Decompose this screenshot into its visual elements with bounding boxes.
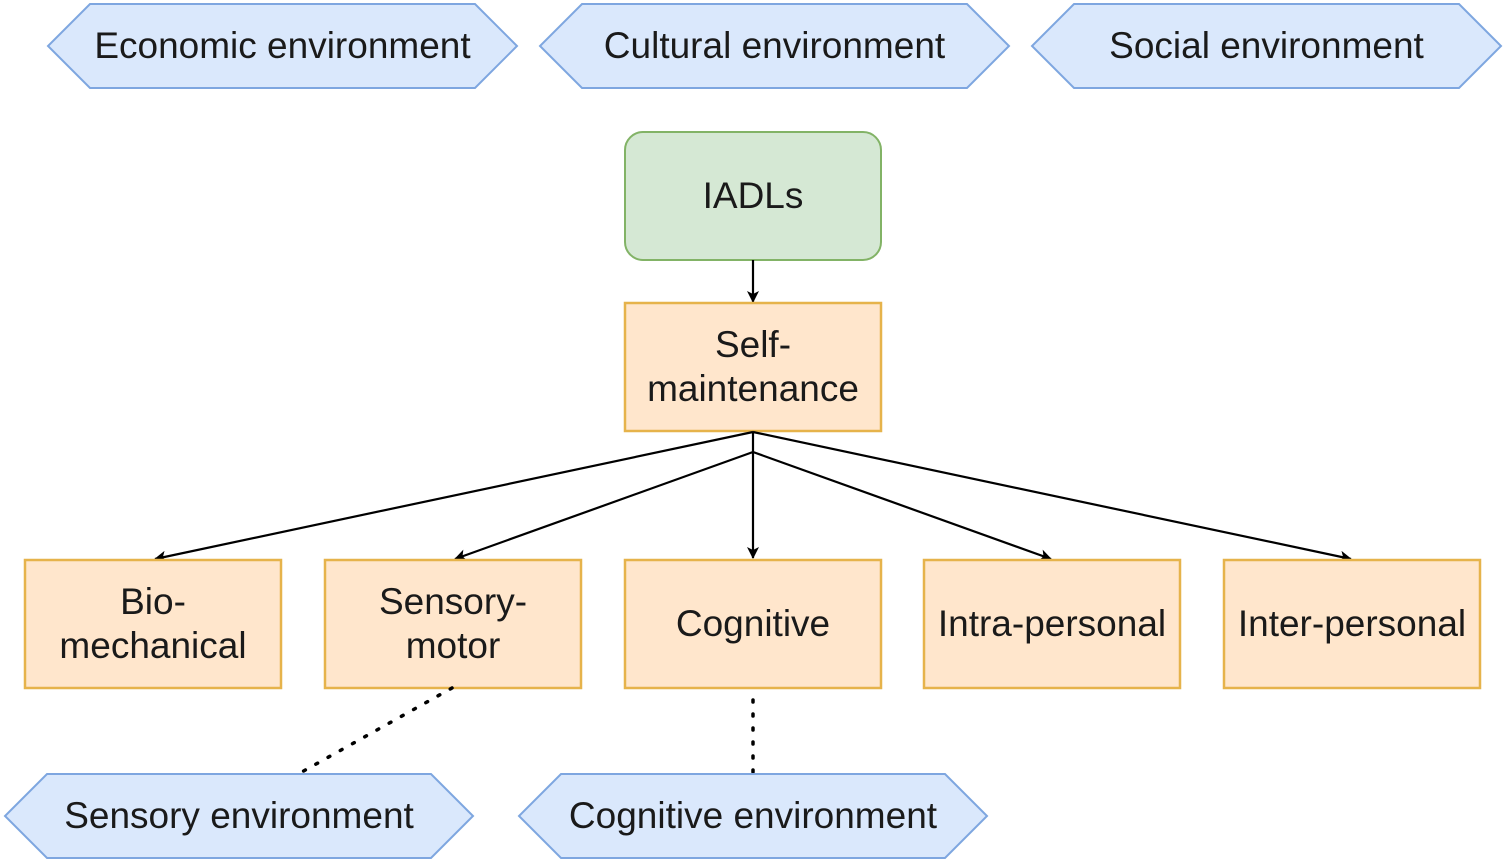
sensory-environment-shape: [3, 773, 475, 859]
interpersonal-shape: [1222, 558, 1482, 690]
cognitive-shape: [623, 558, 883, 690]
cultural-environment-shape: [538, 3, 1011, 89]
interpersonal-label: Inter-personal: [1237, 603, 1467, 644]
sensorymotor-label: Sensory- motor: [378, 581, 528, 666]
self-maintenance-shape: [623, 301, 883, 433]
cultural-environment-label: Cultural environment: [603, 25, 946, 66]
intrapersonal-shape: [922, 558, 1182, 690]
edge-self-interpersonal: [752, 430, 1352, 563]
economic-environment-label: Economic environment: [94, 25, 471, 66]
edge-self-sensorymotor: [454, 450, 754, 561]
cognitive-environment-shape: [517, 773, 989, 859]
biomechanical-label: Bio- mechanical: [59, 581, 247, 666]
dotted-sensorymotor-sensory-env: [298, 686, 454, 775]
biomechanical-shape: [23, 558, 283, 690]
social-environment-label: Social environment: [1109, 25, 1424, 66]
self-maintenance-label: Self- maintenance: [647, 324, 859, 409]
edge-self-biomechanical: [154, 430, 754, 563]
intrapersonal-label: Intra-personal: [937, 603, 1167, 644]
edge-self-intrapersonal: [752, 450, 1052, 561]
social-environment-shape: [1030, 3, 1503, 89]
iadls-label: IADLs: [702, 175, 804, 216]
economic-environment-shape: [46, 3, 519, 89]
sensory-environment-label: Sensory environment: [64, 795, 414, 836]
sensorymotor-shape: [323, 558, 583, 690]
cognitive-environment-label: Cognitive environment: [568, 795, 938, 836]
cognitive-label: Cognitive: [675, 603, 831, 644]
